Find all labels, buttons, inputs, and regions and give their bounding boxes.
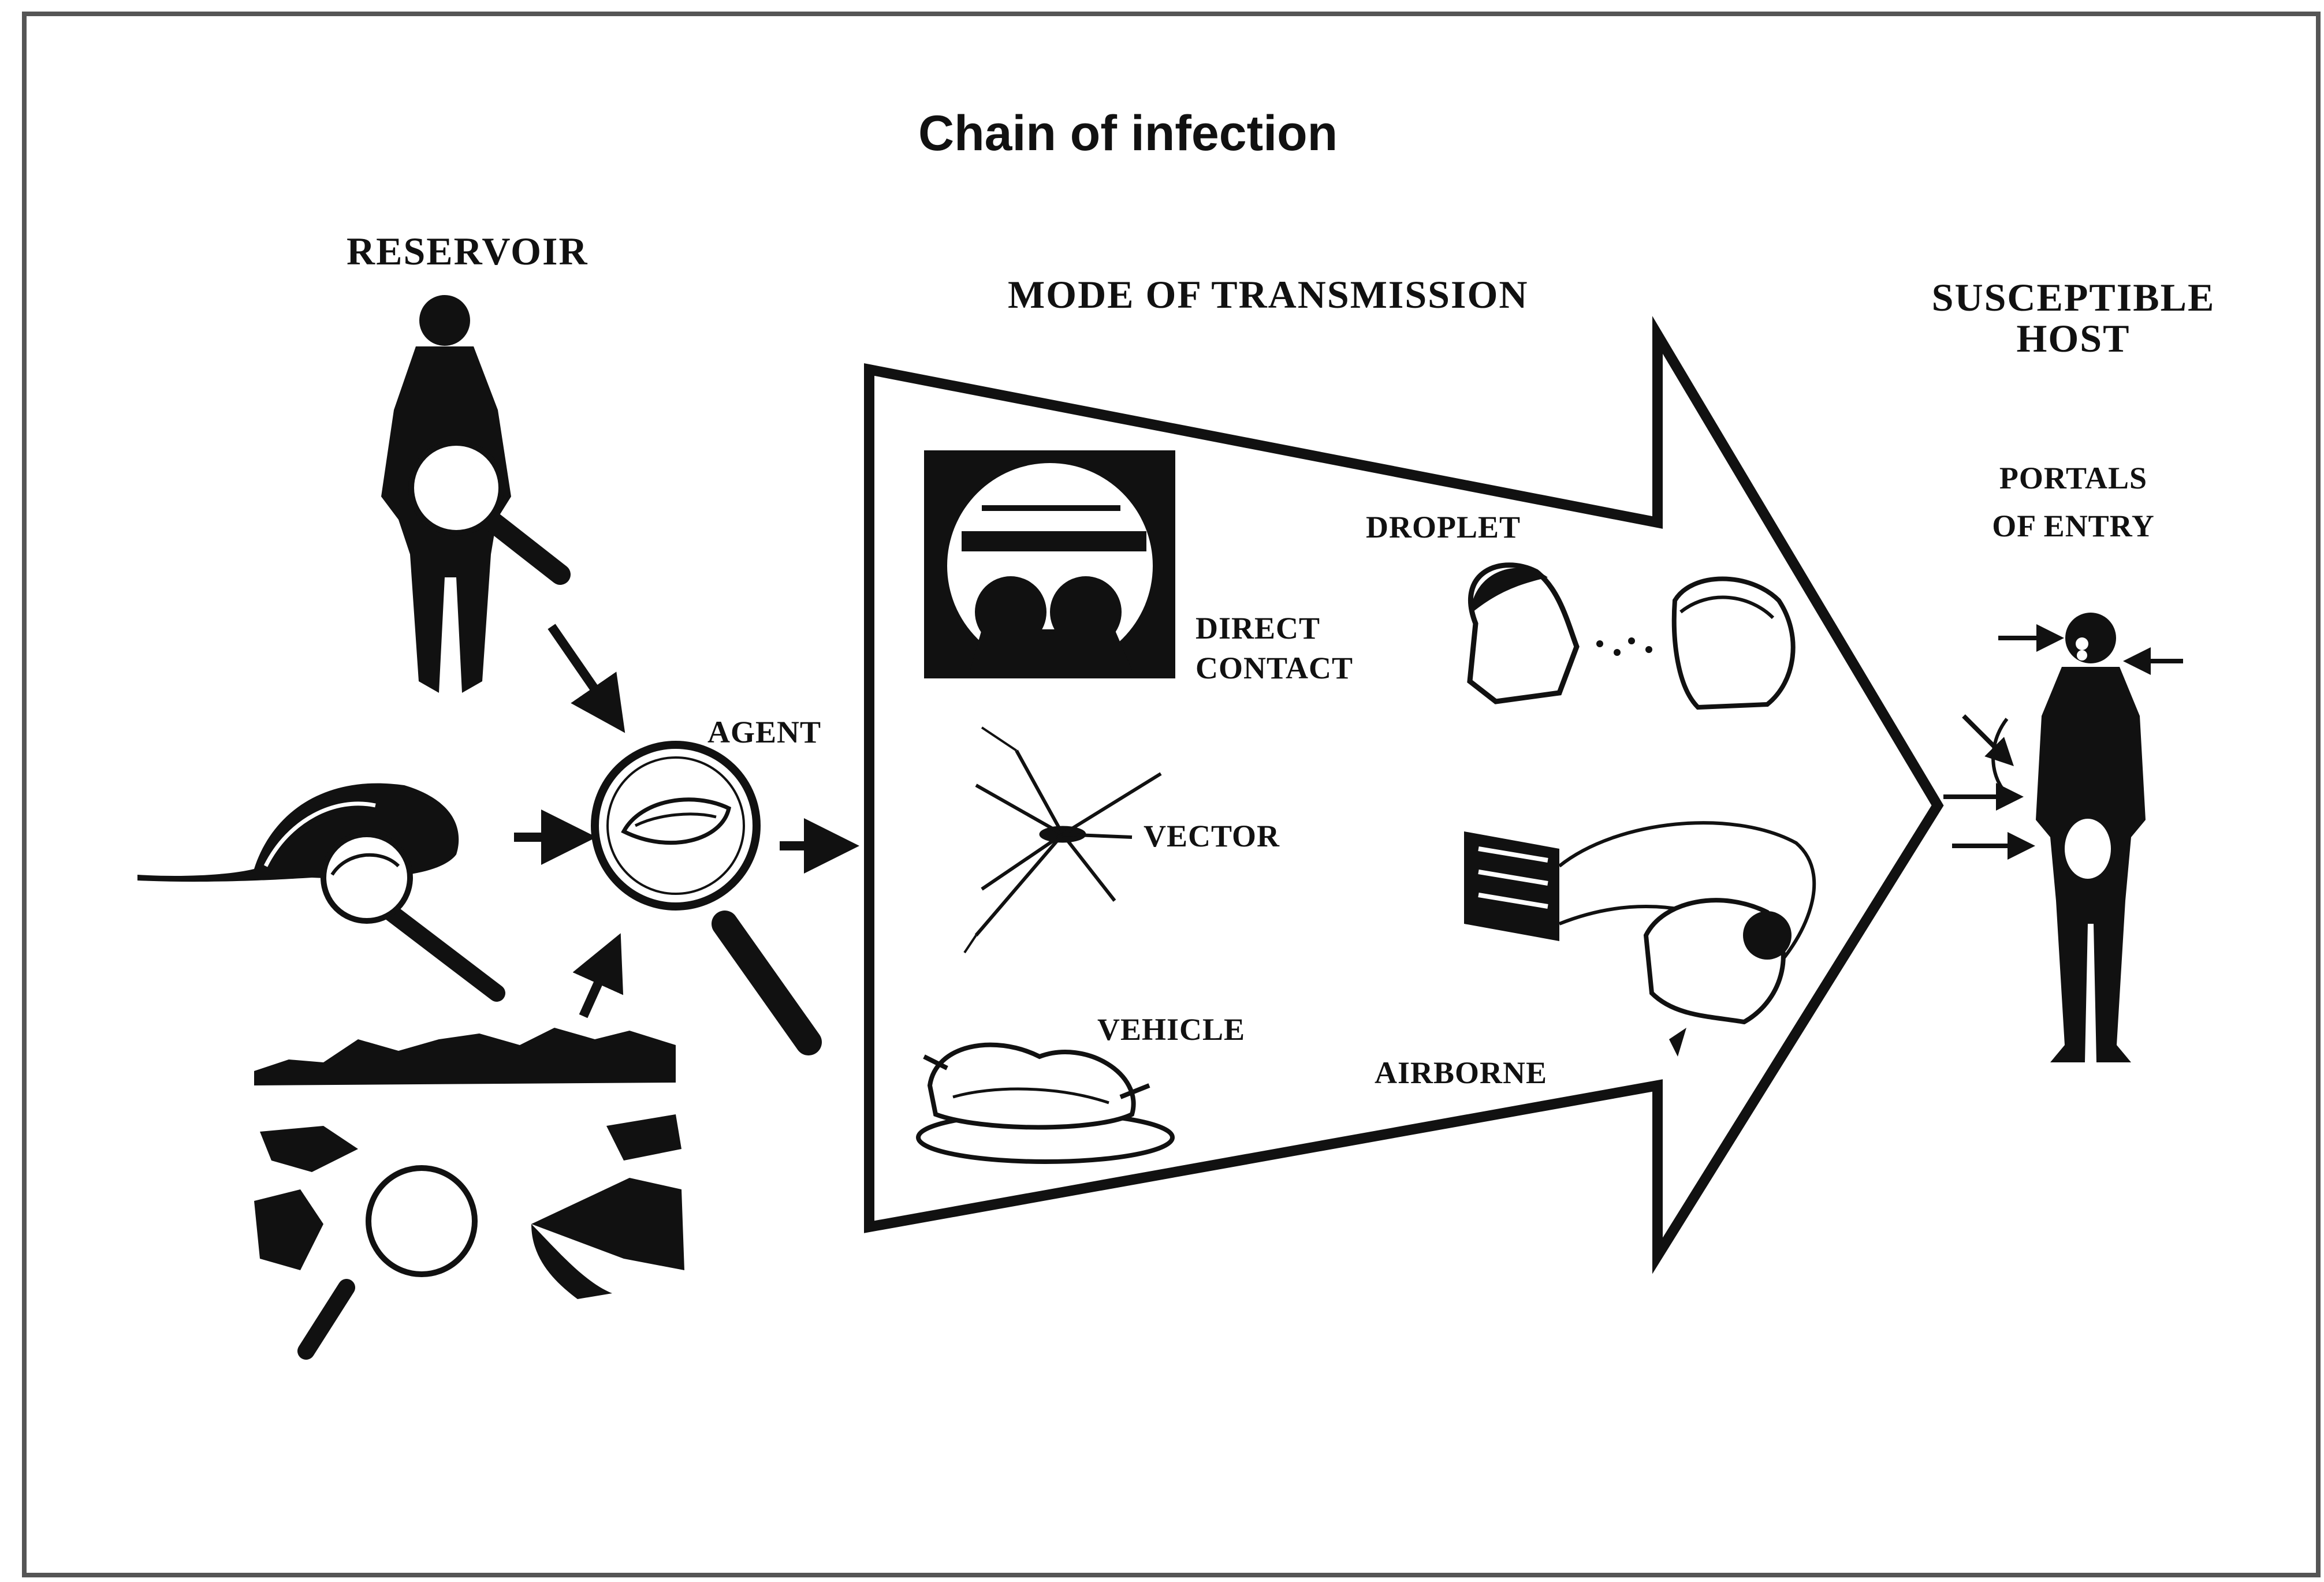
diagram-title: Chain of infection [918, 105, 1338, 162]
direct-contact-label: DIRECT CONTACT [1195, 612, 1353, 684]
rodent-icon [137, 783, 497, 993]
susceptible-host-label: SUSCEPTIBLE HOST [1929, 277, 2218, 360]
direct-line1: DIRECT [1195, 612, 1353, 645]
agent-label: AGENT [707, 716, 821, 749]
host-silhouette-icon [2036, 613, 2146, 1062]
kissing-couple-icon [924, 450, 1175, 678]
vehicle-label: VEHICLE [1097, 1013, 1245, 1046]
susceptible-host-line2: HOST [1929, 318, 2218, 359]
magnifier-icon [595, 745, 809, 1042]
landscape-icon [254, 1028, 684, 1351]
airborne-label: AIRBORNE [1375, 1057, 1547, 1090]
direct-line2: CONTACT [1195, 652, 1353, 685]
vector-label: VECTOR [1144, 820, 1280, 853]
reservoir-label: RESERVOIR [347, 231, 589, 272]
droplet-label: DROPLET [1366, 511, 1521, 544]
portals-line1: PORTALS [1964, 462, 2183, 495]
portals-of-entry-label: PORTALS OF ENTRY [1964, 462, 2183, 542]
portals-line2: OF ENTRY [1964, 510, 2183, 543]
mode-of-transmission-label: MODE OF TRANSMISSION [1008, 274, 1528, 315]
susceptible-host-line1: SUSCEPTIBLE [1929, 277, 2218, 318]
